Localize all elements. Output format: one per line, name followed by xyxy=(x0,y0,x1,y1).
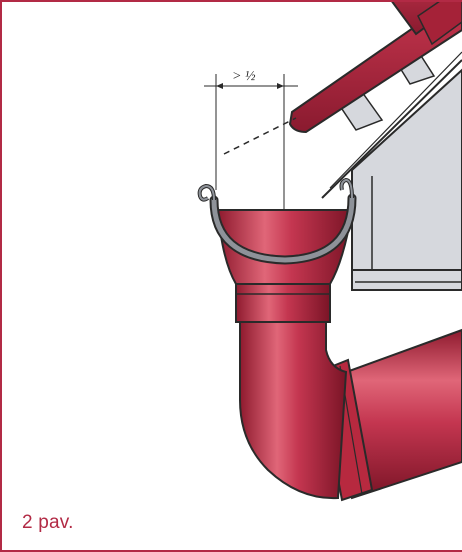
figure-caption: 2 pav. xyxy=(22,512,74,533)
roof-pitch-dashed-line xyxy=(223,117,297,155)
fascia-board xyxy=(351,68,462,291)
downpipe-collar xyxy=(235,283,331,323)
gutter-profile xyxy=(197,177,357,265)
downpipe-elbow xyxy=(239,319,348,500)
measure-label: > ½ xyxy=(232,69,256,84)
roof-tiles xyxy=(288,2,462,134)
